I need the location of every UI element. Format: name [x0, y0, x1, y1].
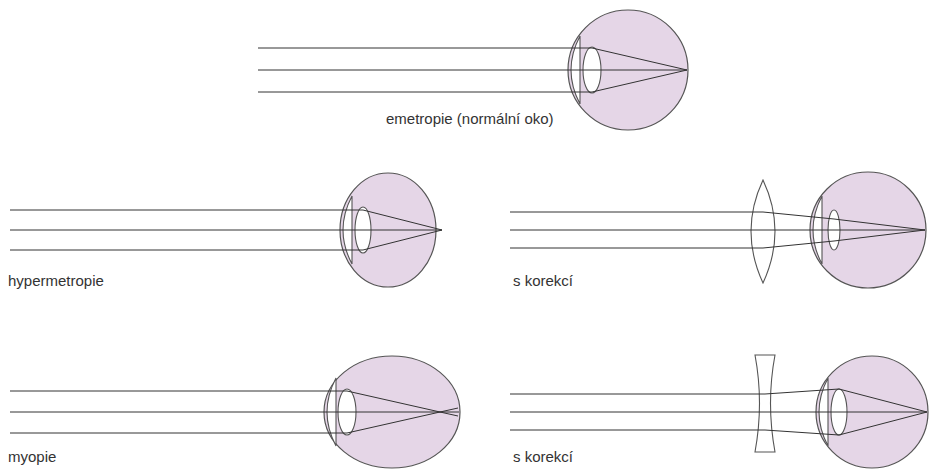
light-ray	[10, 230, 442, 231]
condition-label: myopie	[8, 448, 56, 466]
convex-lens	[751, 180, 775, 283]
light-ray	[510, 230, 925, 248]
light-ray	[10, 412, 459, 413]
light-ray	[510, 212, 925, 230]
concave-lens	[755, 355, 775, 452]
correction-label: s korekcí	[513, 448, 573, 466]
light-ray	[510, 230, 925, 231]
light-ray	[510, 412, 927, 413]
condition-label: hypermetropie	[8, 272, 104, 290]
light-ray	[10, 391, 458, 416]
light-ray	[258, 48, 687, 70]
condition-label: emetropie (normální oko)	[386, 110, 554, 128]
light-ray	[10, 408, 458, 433]
correction-label: s korekcí	[513, 272, 573, 290]
light-ray	[10, 230, 442, 250]
light-ray	[510, 412, 927, 435]
light-ray	[10, 210, 442, 230]
light-ray	[258, 70, 687, 71]
light-ray	[510, 389, 927, 412]
light-ray	[258, 70, 687, 92]
